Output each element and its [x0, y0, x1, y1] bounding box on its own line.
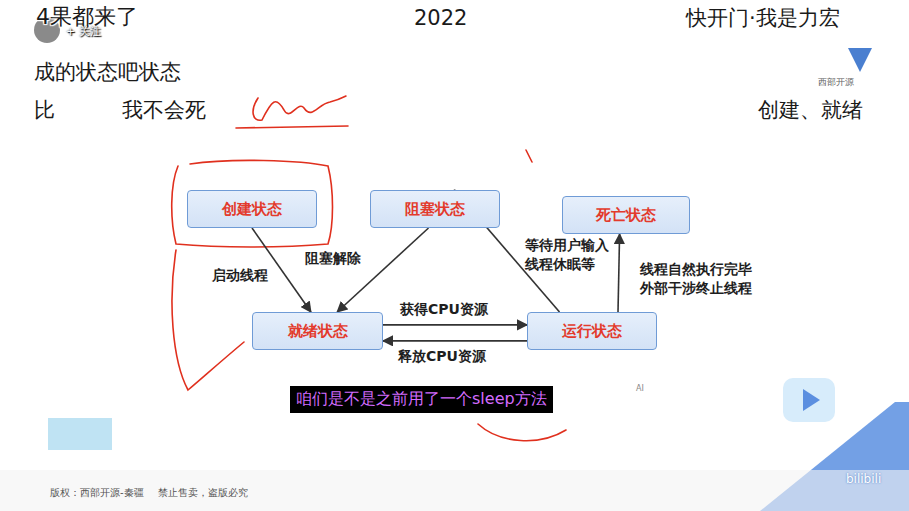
copyright-text: 版权：西部开源-秦疆 [50, 486, 144, 500]
state-name: 创建状态 [222, 200, 282, 219]
state-box: 死亡状态 [562, 196, 690, 234]
transition-arrow [383, 324, 527, 326]
loop-mark [478, 424, 566, 441]
state-name: 死亡状态 [596, 206, 656, 225]
copyright-text: 禁止售卖，盗版必究 [158, 486, 248, 500]
danmaku-text: 成的状态吧状态 [34, 58, 181, 86]
transition-label: 等待用户输入 线程休眠等 [525, 236, 617, 274]
player-bar [0, 470, 909, 511]
state-box: 就绪状态 [252, 312, 383, 350]
transition-label: 获得CPU资源 [400, 300, 488, 319]
danmaku-text: 快开门·我是力宏 [686, 4, 840, 32]
underline [236, 126, 348, 128]
danmaku-text: 创建、就绪 [758, 96, 863, 124]
transition-label: 阻塞解除 [305, 249, 361, 268]
danmaku-text: 我不会死 [122, 96, 206, 124]
transition-arrow [618, 234, 620, 312]
state-name: 阻塞状态 [405, 200, 465, 219]
follow-button: + 关注 [66, 24, 101, 39]
circle-mark [172, 160, 333, 247]
state-name: 运行状态 [562, 322, 622, 341]
handwriting [253, 96, 346, 120]
state-name: 就绪状态 [288, 322, 348, 341]
play-triangle [803, 389, 820, 411]
ai-mark: AI [636, 384, 644, 393]
transition-label: 释放CPU资源 [398, 347, 486, 366]
state-box: 创建状态 [187, 190, 317, 228]
transition-arrow [337, 228, 428, 312]
logo-mark [848, 48, 872, 72]
danmaku-text: 2022 [414, 6, 467, 30]
blue-patch [48, 418, 112, 450]
state-box: 阻塞状态 [370, 190, 500, 228]
tick-mark [526, 150, 532, 162]
red-annotations [172, 96, 566, 441]
subtitle: 咱们是不是之前用了一个sleep方法 [290, 386, 553, 413]
platform-logo: bilibili [846, 472, 881, 486]
transition-label: 线程自然执行完毕 外部干涉终止线程 [640, 260, 762, 298]
play-icon [783, 378, 835, 422]
state-box: 运行状态 [527, 312, 657, 350]
logo-text: 西部开源 [818, 76, 854, 89]
danmaku-text: 比 [34, 96, 55, 124]
transition-arrow [383, 340, 527, 342]
transition-label: 启动线程 [212, 266, 268, 285]
